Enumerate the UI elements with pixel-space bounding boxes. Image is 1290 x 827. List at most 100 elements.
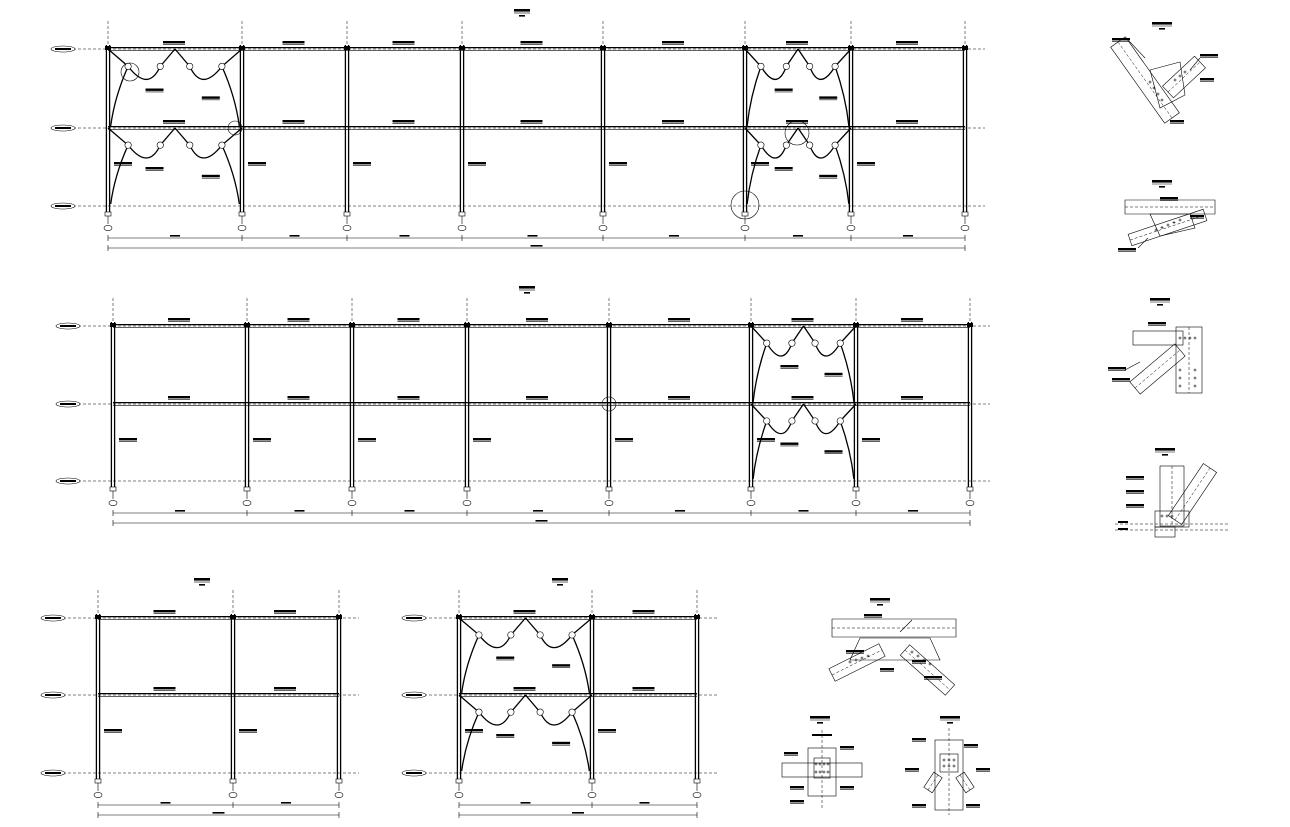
member-centerline — [1129, 214, 1206, 241]
detail-2 — [1118, 180, 1216, 252]
view-scale — [199, 584, 205, 586]
gusset-plate — [831, 62, 839, 70]
level-marker-text — [45, 694, 61, 696]
level-marker-text — [60, 480, 76, 482]
gusset-plate — [186, 141, 194, 149]
knee-brace — [107, 127, 129, 205]
beam-label — [526, 396, 548, 399]
dimension-text — [520, 802, 531, 804]
brace-label — [145, 88, 164, 91]
base-plate — [343, 211, 351, 217]
column-label — [253, 438, 271, 441]
beam-label — [153, 687, 176, 690]
member-label — [912, 660, 926, 663]
view-title — [194, 578, 210, 581]
dimension-text — [170, 235, 180, 237]
steel-member — [828, 643, 886, 682]
beam-label — [520, 41, 543, 44]
knee-brace — [744, 48, 762, 127]
detail-title — [940, 716, 960, 719]
detail-4 — [1115, 448, 1230, 538]
gusset-plate — [849, 637, 941, 661]
beam-stub — [1132, 330, 1184, 346]
section-a-a — [905, 716, 990, 815]
member-label — [1200, 78, 1214, 81]
beam-label — [287, 396, 310, 399]
arch-brace — [814, 420, 841, 435]
base-plate — [741, 211, 749, 217]
detail-title — [1150, 298, 1170, 301]
gusset-plate — [806, 141, 814, 149]
arch-brace — [760, 66, 787, 81]
brace-label — [496, 656, 515, 659]
view-title — [552, 578, 568, 581]
column-label — [862, 438, 880, 441]
beam-label — [896, 41, 918, 44]
member-label — [1118, 248, 1136, 251]
base-plate — [348, 486, 356, 492]
steel-member — [831, 618, 957, 638]
dimension-text — [160, 802, 171, 804]
beam-label — [168, 396, 190, 399]
splice-plate — [813, 757, 831, 779]
steel-member — [1167, 463, 1218, 525]
gusset-plate — [763, 339, 771, 347]
member-label — [864, 614, 882, 617]
base-plate — [94, 778, 102, 784]
detail-5 — [828, 598, 957, 696]
column-label — [239, 729, 257, 732]
member-label — [784, 752, 798, 755]
member-centerline — [1117, 41, 1173, 119]
dimension-text — [793, 235, 803, 237]
column-label — [104, 729, 122, 732]
gusset-plate — [788, 417, 796, 425]
level-marker — [1118, 528, 1128, 530]
member-label — [790, 786, 804, 789]
detail-scale — [877, 604, 883, 606]
detail-callout — [227, 120, 243, 136]
arch-brace — [809, 144, 836, 159]
column-label — [468, 162, 486, 165]
member-label — [1190, 215, 1204, 218]
beam-label — [520, 120, 543, 123]
detail-callout — [730, 190, 760, 220]
dimension-text — [798, 510, 809, 512]
level-marker-text — [60, 403, 76, 405]
strut — [159, 127, 176, 146]
member-label — [1112, 38, 1130, 41]
member-label — [976, 768, 990, 771]
gusset-plate — [811, 417, 819, 425]
strut — [159, 48, 176, 67]
column-label — [615, 438, 633, 441]
gusset-plate — [806, 62, 814, 70]
base-plate — [104, 211, 112, 217]
beam-label — [168, 318, 190, 321]
view-title — [519, 286, 535, 289]
grid-bubble — [692, 792, 702, 798]
view-scale — [524, 292, 530, 294]
member-label — [964, 744, 978, 747]
gusset-plate — [156, 141, 164, 149]
dimension-text — [908, 510, 918, 512]
level-marker-text — [55, 205, 71, 207]
column-label — [598, 729, 616, 732]
arch-brace — [189, 144, 223, 159]
knee-brace — [839, 325, 857, 403]
detail-title — [810, 716, 830, 719]
knee-brace — [458, 694, 480, 772]
base-plate — [463, 486, 471, 492]
level-marker-text — [406, 694, 422, 696]
gusset-plate — [757, 141, 765, 149]
beam-label — [282, 120, 305, 123]
arch-brace — [539, 711, 573, 726]
steel-member — [1162, 55, 1206, 99]
leader-line — [899, 619, 913, 633]
beam-label — [901, 396, 923, 399]
member-label — [1126, 476, 1144, 479]
base-plate — [455, 778, 463, 784]
dimension-text — [527, 235, 538, 237]
beam-label — [632, 687, 655, 690]
gusset-plate — [836, 417, 844, 425]
gusset-plate — [836, 339, 844, 347]
